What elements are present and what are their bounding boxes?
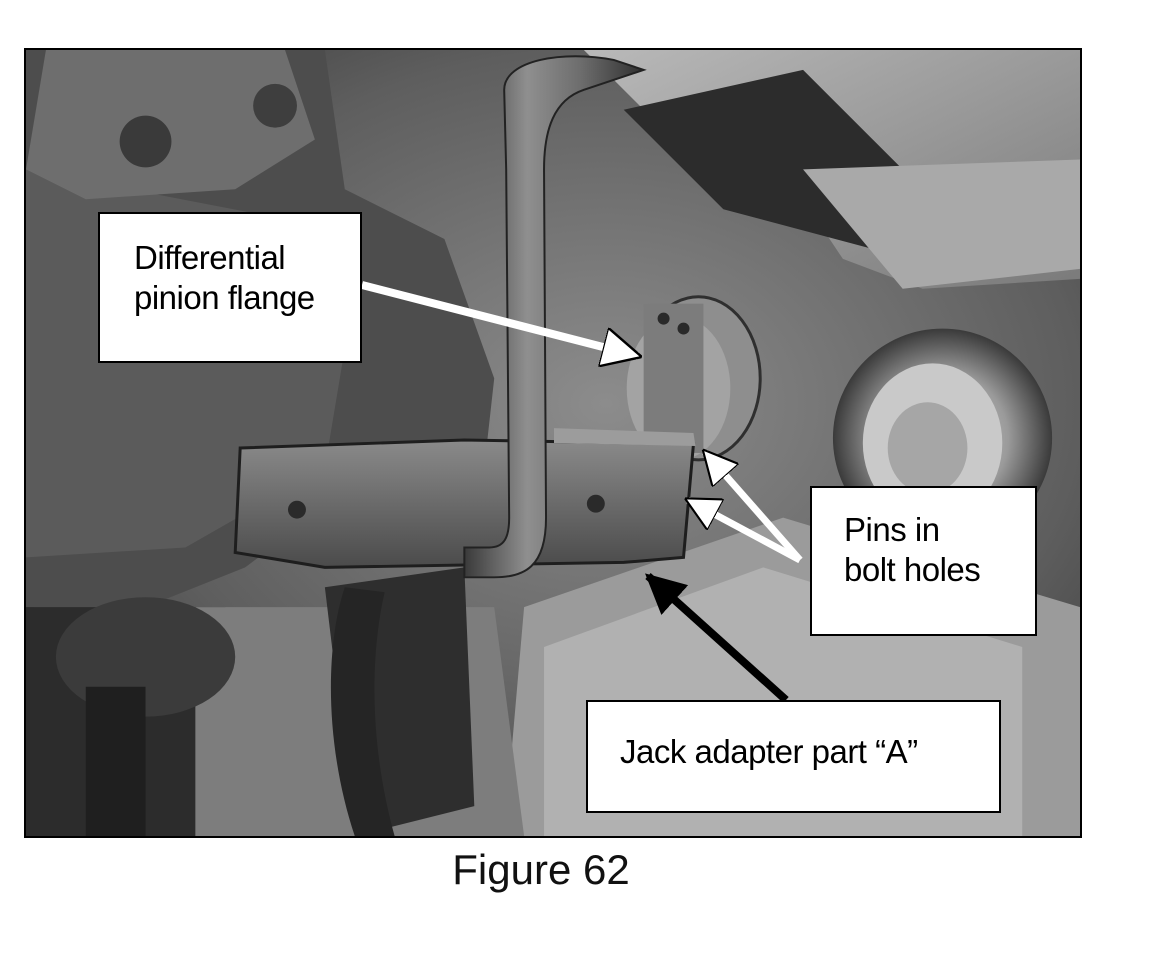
callout-differential-line1: Differential <box>134 239 286 276</box>
callout-pins-in-bolt-holes: Pins in bolt holes <box>810 486 1037 636</box>
figure-caption: Figure 62 <box>452 846 630 893</box>
callout-jack-adapter: Jack adapter part “A” <box>586 700 1001 813</box>
callout-differential-line2: pinion flange <box>134 279 315 316</box>
callout-pins-line2: bolt holes <box>844 551 981 588</box>
callout-jack-line1: Jack adapter part “A” <box>620 733 918 770</box>
callout-pins-line1: Pins in <box>844 511 940 548</box>
callout-differential-pinion-flange: Differential pinion flange <box>98 212 362 363</box>
